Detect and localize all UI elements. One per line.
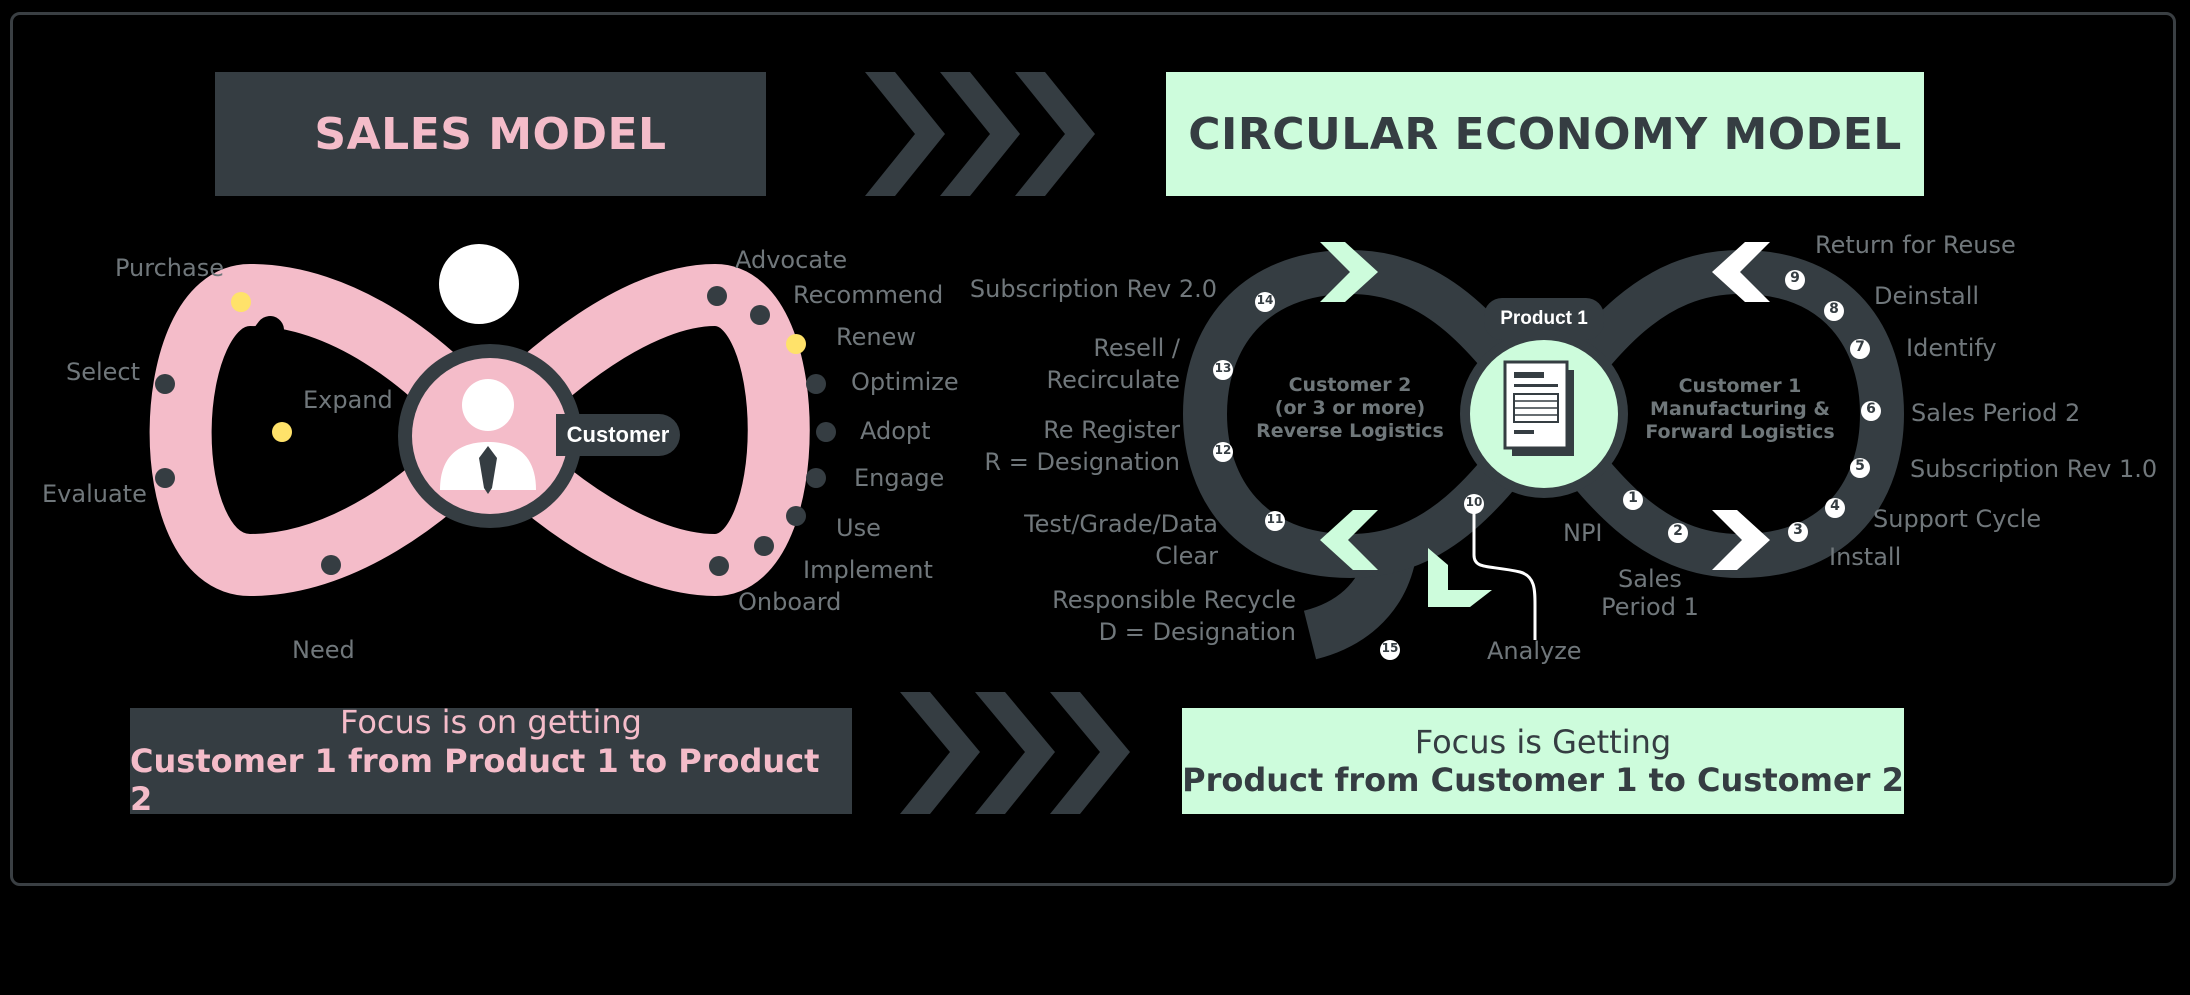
stage-onboard: Onboard [738,588,842,616]
label-install: Install [1829,543,1902,571]
resell-line-1: Resell / [1093,334,1180,362]
label-support-cycle: Support Cycle [1873,505,2042,533]
left-loop-line-3: Reverse Logistics [1256,419,1444,442]
right-loop-line-2: Manufacturing & [1650,397,1830,420]
sales-period-1-line-1: Sales [1618,565,1682,593]
diagram-frame [10,12,2176,886]
step-10: 10 [1465,495,1483,509]
label-resell: Resell / Recirculate [1000,332,1180,397]
right-loop-line-1: Customer 1 [1678,375,1802,397]
stage-need: Need [292,636,355,664]
circular-focus-line-1: Focus is Getting [1414,722,1672,761]
left-loop-label: Customer 2 (or 3 or more) Reverse Logist… [1255,374,1445,442]
step-markers [1213,270,1881,660]
left-loop-line-1: Customer 2 [1288,374,1412,396]
left-loop-line-2: (or 3 or more) [1274,396,1426,419]
sales-model-title: SALES MODEL [215,72,766,196]
step-13: 13 [1214,361,1232,375]
reregister-line-2: R = Designation [984,448,1180,477]
sales-focus-box: Focus is on getting Customer 1 from Prod… [130,703,852,818]
stage-expand: Expand [303,386,393,414]
sales-focus-line-1: Focus is on getting [340,703,642,742]
step-7: 7 [1855,339,1865,355]
reregister-line-1: Re Register [1043,416,1180,444]
sales-period-1-line-2: Period 1 [1601,593,1699,621]
top-chevron-arrows [865,72,1095,196]
right-loop-line-3: Forward Logistics [1645,420,1835,443]
label-sales-period-2: Sales Period 2 [1911,399,2081,427]
circular-focus-line-2: Product from Customer 1 to Customer 2 [1182,761,1904,799]
step-14: 14 [1256,293,1274,307]
sales-focus-line-2: Customer 1 from Product 1 to Product 2 [130,741,820,819]
product-label: Product 1 [1484,298,1604,340]
circular-focus-box: Focus is Getting Product from Customer 1… [1182,708,1904,814]
label-deinstall: Deinstall [1874,282,1980,310]
stage-optimize: Optimize [851,368,959,396]
label-analyze: Analyze [1487,637,1582,665]
step-6: 6 [1866,401,1876,417]
bottom-chevron-arrows [900,692,1130,814]
stage-recommend: Recommend [793,281,944,309]
step-4: 4 [1830,498,1840,514]
label-sales-period-1: Sales Period 1 [1590,565,1710,621]
test-grade-line-1: Test/Grade/Data [1024,510,1218,538]
step-11: 11 [1266,512,1284,526]
stage-select: Select [66,358,141,386]
step-9: 9 [1790,270,1800,286]
label-responsible-recycle: Responsible Recycle D = Designation [1000,584,1296,649]
label-identify: Identify [1906,334,1997,362]
recycle-line-1: Responsible Recycle [1052,586,1296,614]
stage-renew: Renew [836,323,916,351]
stage-advocate: Advocate [735,246,848,274]
stage-adopt: Adopt [860,417,931,445]
recycle-line-2: D = Designation [1098,618,1296,647]
step-2: 2 [1673,523,1683,539]
resell-line-2: Recirculate [1046,366,1180,395]
circular-economy-model-title: CIRCULAR ECONOMY MODEL [1166,72,1924,196]
step-5: 5 [1855,458,1865,474]
test-grade-line-2: Clear [1155,542,1218,571]
step-3: 3 [1793,522,1803,538]
stage-evaluate: Evaluate [42,480,147,508]
label-test-grade: Test/Grade/Data Clear [960,508,1218,573]
label-subscription-rev-2: Subscription Rev 2.0 [969,275,1217,303]
label-subscription-rev-1: Subscription Rev 1.0 [1910,455,2158,483]
stage-purchase: Purchase [115,254,224,282]
step-12: 12 [1214,443,1232,457]
right-loop-label: Customer 1 Manufacturing & Forward Logis… [1640,375,1840,443]
step-15: 15 [1381,641,1399,655]
customer-label: Customer [556,414,680,456]
stage-implement: Implement [803,556,933,584]
label-npi: NPI [1563,519,1603,547]
label-reregister: Re Register R = Designation [960,414,1180,479]
label-return-for-reuse: Return for Reuse [1815,231,2016,259]
product-document-icon [1460,330,1628,498]
stage-engage: Engage [854,464,945,492]
stage-use: Use [836,514,881,542]
customer-avatar-icon [398,344,582,528]
white-circle [439,244,519,324]
step-1: 1 [1628,490,1638,506]
step-8: 8 [1829,301,1839,317]
